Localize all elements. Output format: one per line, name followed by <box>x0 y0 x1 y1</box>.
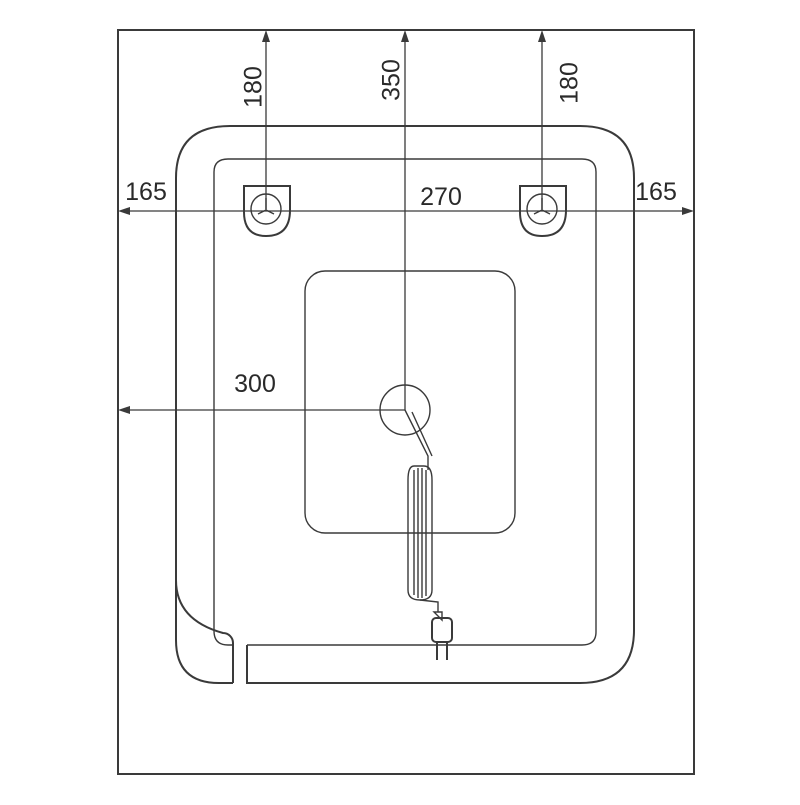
wall-outline <box>117 29 695 775</box>
label-center-height: 350 <box>378 59 406 101</box>
dimension-left-hole-height <box>262 30 270 209</box>
label-cable-from-left: 300 <box>234 370 276 398</box>
power-cord <box>404 409 439 612</box>
label-left-hole-height: 180 <box>240 66 268 108</box>
label-hole-spacing: 270 <box>420 183 462 211</box>
dimension-cable-from-left <box>118 406 405 414</box>
label-left-margin: 165 <box>125 178 167 206</box>
plug-icon <box>431 611 453 660</box>
label-right-hole-height: 180 <box>556 62 584 104</box>
rear-panel <box>304 270 516 534</box>
dimension-right-hole-height <box>538 30 546 209</box>
dimension-horizontal-holes <box>118 207 694 215</box>
mirror-frame-corner <box>175 580 233 684</box>
mirror-outer-frame <box>175 125 635 684</box>
dimension-center-height <box>401 30 409 410</box>
label-right-margin: 165 <box>635 178 677 206</box>
